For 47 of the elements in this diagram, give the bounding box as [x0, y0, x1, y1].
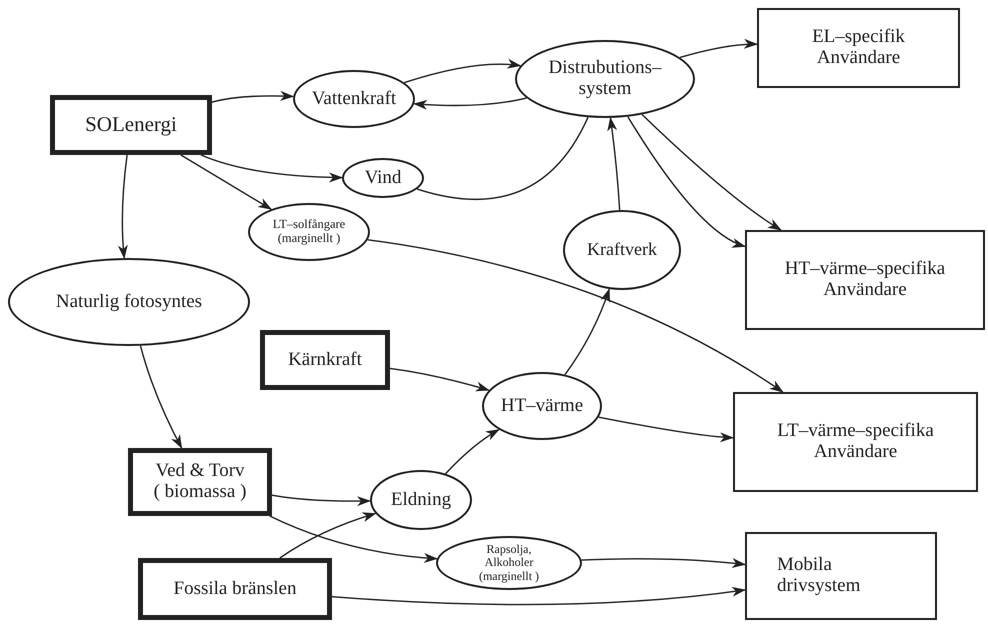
arrow — [200, 154, 343, 182]
process-box — [128, 448, 272, 516]
node-text: SOLenergi — [85, 113, 177, 137]
arrow — [404, 59, 522, 84]
arrow — [269, 515, 438, 563]
arrow — [272, 494, 372, 506]
arrow — [368, 239, 784, 393]
node-text: Mobila drivsystem — [777, 555, 862, 597]
arrow — [627, 116, 746, 248]
node-text: Fossila bränslen — [174, 578, 296, 600]
arrow — [413, 97, 527, 110]
arrow — [680, 39, 758, 58]
node-text: Kraftverk — [587, 240, 657, 260]
node-text: Distrubutions– system — [548, 58, 663, 100]
process-box — [138, 558, 332, 620]
arrow — [642, 114, 782, 231]
arrow — [564, 288, 610, 375]
ellipse-node — [342, 158, 424, 198]
node-text: LT–värme–specifika Användare — [776, 421, 935, 463]
node-text: LT–solfångare (marginellt ) — [272, 218, 346, 246]
process-box — [745, 230, 985, 330]
node-text: HT–värme — [500, 396, 584, 416]
process-box — [733, 392, 978, 492]
process-box — [50, 95, 212, 155]
arrow — [598, 416, 734, 442]
arrow — [140, 346, 182, 449]
node-text: Vind — [364, 168, 402, 188]
arrow — [180, 154, 272, 210]
node-text: Vattenkraft — [312, 88, 396, 110]
arrow — [607, 116, 620, 210]
node-text: Kärnkraft — [288, 350, 362, 370]
node-text: Naturlig fotosyntes — [56, 292, 202, 312]
process-box — [757, 8, 960, 88]
arrow — [212, 90, 294, 103]
arrow — [118, 154, 128, 260]
arrow — [390, 368, 490, 392]
process-box — [260, 330, 390, 390]
node-text: Eldning — [390, 490, 452, 510]
arrow — [582, 558, 746, 568]
arrow — [445, 429, 500, 474]
arrow — [332, 586, 746, 606]
node-text: Rapsolja, Alkoholer (marginellt ) — [478, 543, 540, 583]
node-text: HT–värme–specifika Användare — [784, 259, 946, 301]
process-box — [745, 532, 937, 620]
node-text: EL–specifik Användare — [811, 27, 906, 69]
node-text: Ved & Torv ( biomassa ) — [152, 461, 248, 503]
arrow — [279, 512, 376, 559]
